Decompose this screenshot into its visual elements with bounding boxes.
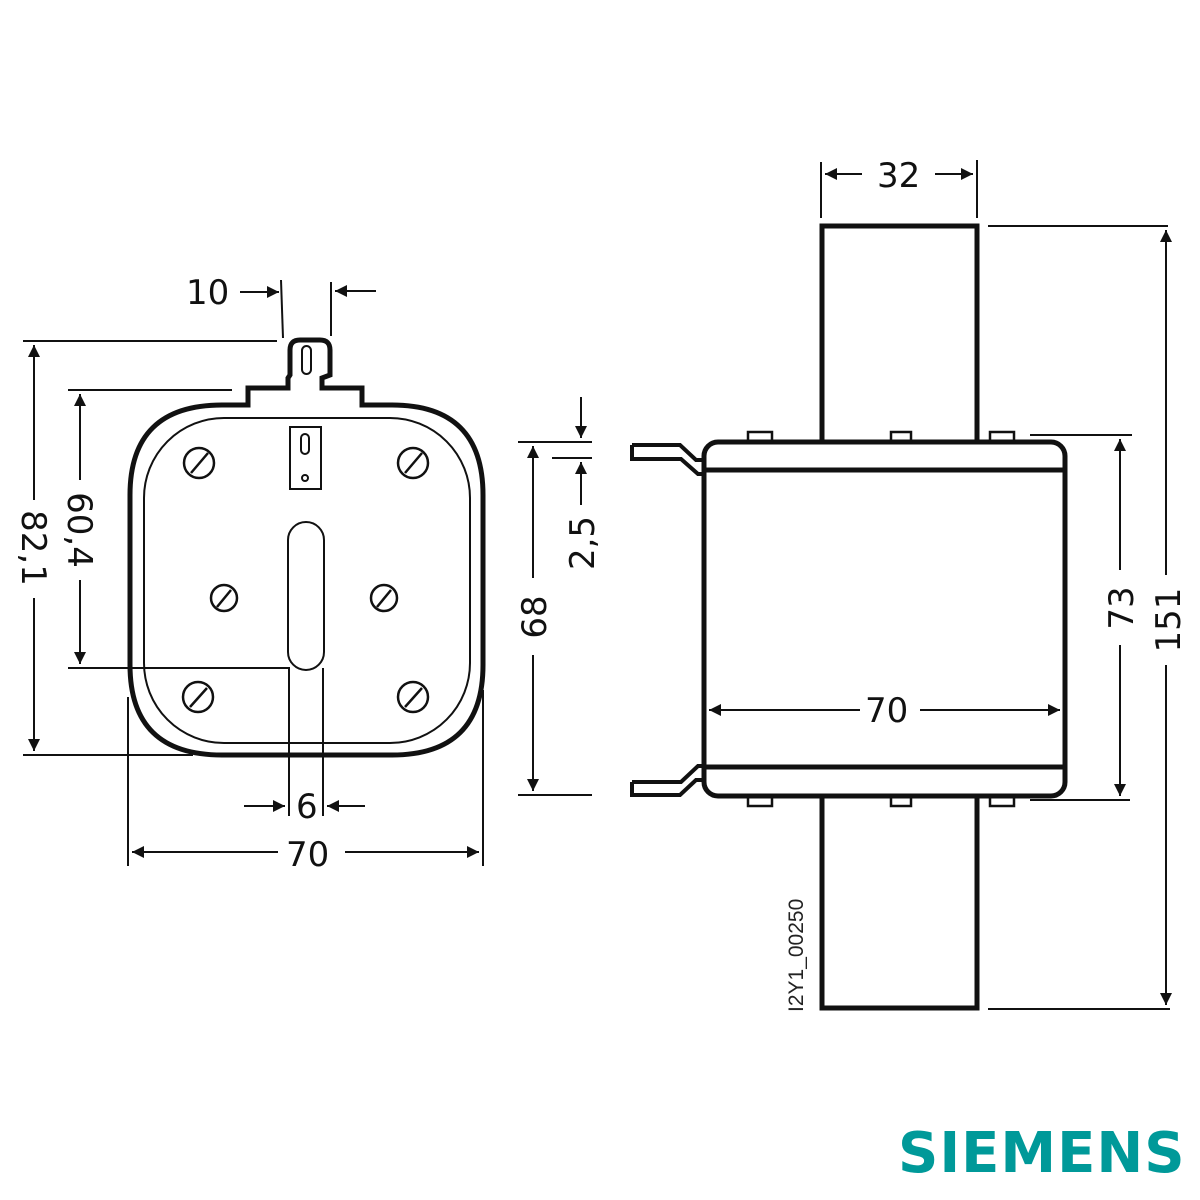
dim-body-height: 60,4	[59, 492, 99, 568]
inner-outline	[143, 417, 471, 744]
fuse-body	[701, 439, 1068, 799]
siemens-logo: SIEMENS	[898, 1121, 1186, 1186]
dim-blade-width: 32	[877, 156, 920, 196]
dim-tab-width: 10	[186, 273, 229, 313]
tab-slot	[301, 345, 312, 375]
screw-icons	[181, 446, 430, 714]
body-outline	[127, 337, 486, 758]
drawing-code: I2Y1_00250	[785, 899, 808, 1012]
side-view	[630, 223, 1068, 1011]
dim-overall-length: 151	[1149, 588, 1189, 653]
top-clip	[630, 443, 706, 476]
dim-clip-height: 68	[515, 595, 555, 638]
dim-body-width: 70	[865, 691, 908, 731]
dim-slot-width: 6	[296, 787, 318, 827]
top-blade	[819, 223, 980, 440]
dim-overall-width: 70	[286, 835, 329, 875]
side-view-dimensions	[518, 160, 1172, 1010]
dim-clip-thickness: 2,5	[563, 516, 603, 570]
dim-overall-height: 82,1	[13, 510, 53, 586]
front-view-dimensions	[23, 279, 484, 866]
indicator-window	[289, 426, 322, 490]
dim-body-height: 73	[1102, 586, 1142, 629]
front-view	[127, 337, 486, 758]
bottom-clip	[630, 764, 706, 797]
central-slot	[287, 521, 325, 671]
bottom-blade	[819, 795, 980, 1011]
